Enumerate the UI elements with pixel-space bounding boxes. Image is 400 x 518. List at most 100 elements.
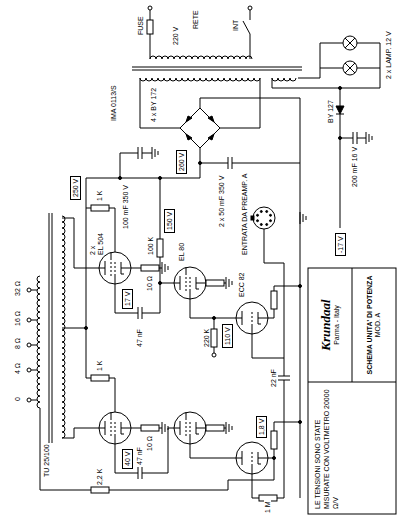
schematic-label: 200 mF 16 V bbox=[351, 146, 358, 188]
schematic-label: EL 80 bbox=[178, 242, 185, 262]
component bbox=[99, 252, 131, 284]
schematic-label: 10 Ω bbox=[146, 435, 153, 452]
component bbox=[278, 376, 290, 380]
power-transformer bbox=[147, 20, 153, 34]
node-text: 40 V bbox=[124, 452, 131, 466]
schematic-label: ENTRATA DA PREAMP. A bbox=[241, 173, 248, 256]
component bbox=[206, 280, 224, 286]
node-text: 110 V bbox=[224, 327, 231, 345]
schematic-label: 100 K bbox=[147, 236, 154, 256]
component bbox=[228, 157, 232, 169]
component bbox=[141, 425, 159, 431]
output-transformer bbox=[27, 288, 31, 292]
schematic-label: ECC 82 bbox=[238, 271, 245, 298]
component bbox=[119, 177, 122, 180]
input-socket bbox=[257, 220, 259, 222]
voltage-box: 250 V bbox=[70, 176, 81, 200]
schematic-label: 47 nF bbox=[136, 328, 143, 348]
output-transformer bbox=[27, 318, 31, 322]
component bbox=[138, 147, 142, 159]
schematic-label: 10 Ω bbox=[146, 275, 153, 292]
output-transformer bbox=[27, 398, 31, 402]
component bbox=[236, 442, 268, 474]
power-transformer bbox=[248, 6, 252, 10]
output-transformer bbox=[49, 213, 50, 443]
power-transformer bbox=[132, 70, 302, 71]
node-text: 1,8 V bbox=[258, 419, 265, 435]
component bbox=[138, 307, 142, 319]
diode bbox=[336, 114, 344, 115]
transformer-winding bbox=[272, 78, 296, 81]
component bbox=[226, 277, 232, 289]
power-transformer bbox=[132, 67, 302, 68]
component bbox=[85, 327, 88, 330]
diode bbox=[336, 106, 344, 114]
node-text: Parma - Italy bbox=[333, 305, 341, 345]
component bbox=[174, 267, 206, 299]
pilot-lamp bbox=[343, 36, 357, 75]
component bbox=[213, 317, 216, 320]
bridge-rectifier bbox=[186, 116, 214, 140]
schematic-label: RETE bbox=[192, 9, 199, 30]
schematic-label: 22 nF bbox=[270, 368, 277, 388]
schematic-label: 16 Ω bbox=[14, 310, 21, 327]
input-socket bbox=[251, 216, 254, 220]
component bbox=[339, 137, 342, 140]
pilot-lamp bbox=[345, 63, 355, 73]
input-socket bbox=[270, 214, 272, 216]
component bbox=[91, 487, 109, 493]
component bbox=[212, 353, 216, 357]
bridge-rectifier bbox=[180, 108, 220, 148]
input-socket bbox=[257, 214, 259, 216]
node-text: 260 V bbox=[178, 153, 185, 171]
pilot-lamp bbox=[343, 36, 357, 50]
component bbox=[236, 302, 268, 334]
component bbox=[159, 282, 162, 285]
node-text: 17 V bbox=[124, 292, 131, 306]
node-text: 250 V bbox=[72, 179, 79, 197]
transformer-winding bbox=[62, 216, 65, 438]
schematic-label: 2 x bbox=[89, 245, 96, 256]
pilot-lamp bbox=[345, 38, 355, 48]
voltage-box: 150 V bbox=[164, 209, 175, 233]
voltage-box: 17 V bbox=[122, 289, 133, 309]
pilot-lamp bbox=[343, 61, 357, 75]
schematic-label: BY 127 bbox=[327, 99, 334, 124]
component bbox=[159, 177, 162, 180]
input-socket bbox=[260, 211, 262, 213]
component bbox=[211, 329, 217, 347]
component bbox=[141, 265, 159, 271]
component bbox=[162, 422, 168, 434]
node-text: MOD. A bbox=[374, 313, 382, 338]
schematic-label: 4 x BY 172 bbox=[150, 87, 157, 123]
component bbox=[174, 412, 206, 444]
component bbox=[300, 212, 306, 224]
node-text: -17 V bbox=[337, 236, 344, 253]
schematic-label: 4 Ω bbox=[14, 362, 21, 375]
component bbox=[366, 132, 372, 144]
transformer-winding bbox=[150, 56, 252, 59]
input-socket bbox=[251, 207, 275, 229]
schematic-label: 1 M bbox=[264, 500, 271, 514]
component bbox=[138, 467, 142, 479]
input-socket bbox=[266, 211, 268, 213]
title-cell: KrundaalParma - Italy bbox=[309, 269, 351, 381]
output-transformer bbox=[52, 213, 53, 443]
output-transformer bbox=[27, 343, 31, 347]
component bbox=[91, 375, 109, 381]
output-transformer bbox=[31, 290, 37, 400]
power-transformer bbox=[148, 6, 152, 10]
schematic-label: 2,2 K bbox=[96, 468, 103, 486]
schematic-label: TU 25/100 bbox=[43, 443, 50, 478]
component bbox=[273, 457, 276, 460]
schematic-label: INT bbox=[232, 19, 239, 32]
transformer-winding bbox=[140, 78, 260, 81]
component bbox=[152, 147, 158, 159]
component bbox=[91, 205, 109, 211]
diode bbox=[336, 106, 344, 114]
voltage-box: 40 V bbox=[122, 449, 133, 469]
input-socket bbox=[270, 220, 272, 222]
bridge-rectifier bbox=[180, 108, 220, 148]
